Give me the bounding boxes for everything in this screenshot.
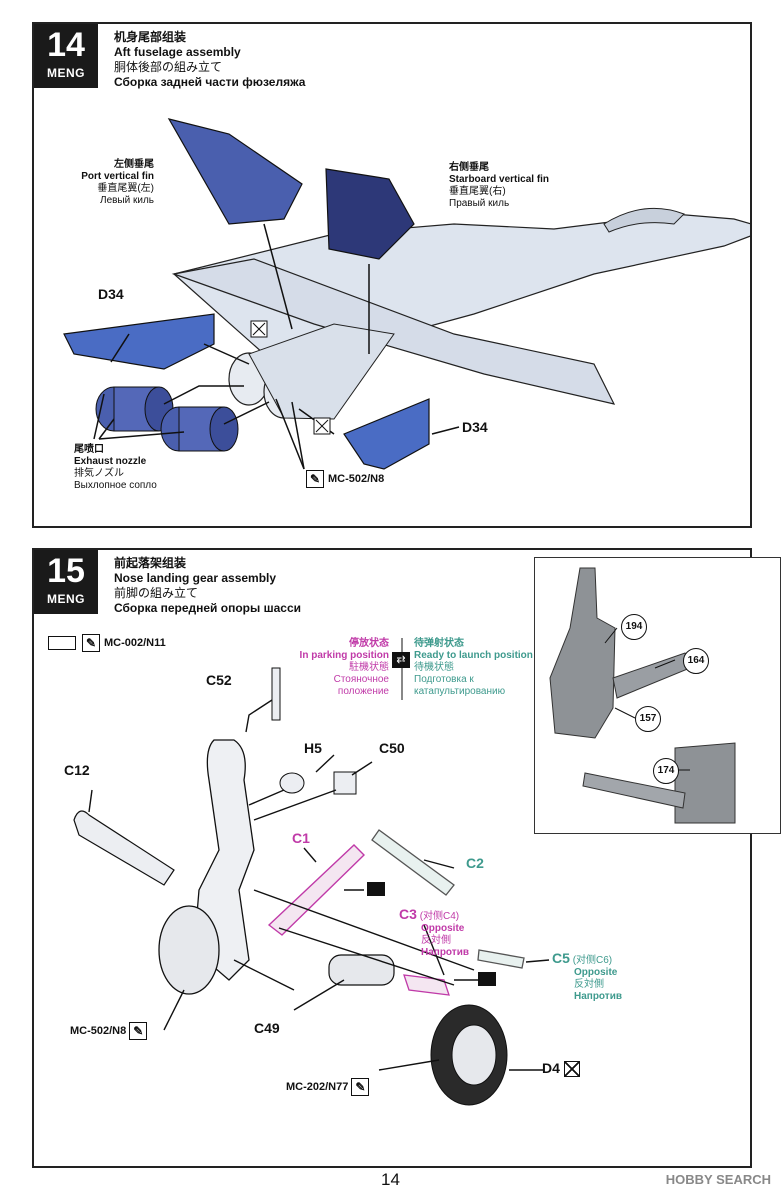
part-h5: H5	[304, 740, 322, 756]
starboard-fin-label: 右侧垂尾 Starboard vertical fin 垂直尾翼(右) Прав…	[449, 162, 550, 209]
color-swatch	[48, 636, 76, 650]
part-d4: D4	[542, 1060, 580, 1078]
aft-fuselage-diagram	[63, 118, 750, 470]
nose-gear-diagram	[73, 638, 550, 1106]
switch-state-icon: ⇄	[392, 652, 410, 668]
part-c2: C2	[466, 855, 484, 871]
title-ja: 胴体後部の組み立て	[114, 60, 223, 74]
part-c1: C1	[292, 830, 310, 846]
title-ja: 前脚の組み立て	[114, 586, 199, 600]
callout-164: 164	[683, 648, 709, 674]
no-glue-icon	[250, 320, 331, 435]
brand-logo: MENG	[47, 66, 85, 80]
nozzle-shapes	[95, 386, 239, 452]
title-ru: Сборка задней части фюзеляжа	[114, 75, 306, 89]
paint-callout-n77: MC-202/N77 ✎	[286, 1078, 373, 1096]
parking-position-label: 停放状态 In parking position 駐機状態 Стояночное…	[299, 638, 389, 697]
part-c3-label: C3 (对侧C4) Opposite 反対側 Напротив	[399, 906, 469, 958]
d34-right-shape	[343, 398, 430, 470]
page-number: 14	[381, 1170, 400, 1189]
part-c49: C49	[254, 1020, 280, 1036]
title-en: Nose landing gear assembly	[114, 571, 277, 585]
part-c50: C50	[379, 740, 405, 756]
step-number: 15	[47, 552, 85, 590]
swap-icon	[367, 882, 496, 986]
step-14-title: 机身尾部组装 Aft fuselage assembly 胴体後部の組み立て С…	[114, 30, 305, 90]
watermark: HOBBY SEARCH	[665, 1172, 771, 1187]
starboard-fin-shape	[325, 168, 415, 260]
paint-callout-n8-gear: MC-502/N8 ✎	[70, 1022, 151, 1040]
port-fin-label: 左侧垂尾 Port vertical fin 垂直尾翼(左) Левый кил…	[81, 159, 154, 206]
detail-inset: 194 164 157 174	[534, 557, 781, 834]
callout-174: 174	[653, 758, 679, 784]
title-en: Aft fuselage assembly	[114, 45, 241, 59]
brush-icon: ✎	[351, 1078, 370, 1096]
title-zh: 机身尾部组装	[114, 30, 187, 44]
step-15-title: 前起落架组装 Nose landing gear assembly 前脚の組み立…	[114, 556, 301, 616]
part-d34-right: D34	[462, 419, 488, 435]
nozzle-label: 尾喷口 Exhaust nozzle 排気ノズル Выхлопное сопло	[74, 444, 157, 491]
callout-194: 194	[621, 614, 647, 640]
brush-icon: ✎	[82, 634, 100, 652]
no-glue-icon	[563, 1061, 580, 1078]
brush-icon: ✎	[129, 1022, 148, 1040]
callout-157: 157	[635, 706, 661, 732]
brand-logo: MENG	[47, 592, 85, 606]
part-c5-label: C5 (对侧C6) Opposite 反対側 Напротив	[552, 950, 622, 1002]
title-ru: Сборка передней опоры шасси	[114, 601, 301, 615]
title-zh: 前起落架组装	[114, 556, 187, 570]
port-fin-shape	[167, 118, 303, 225]
part-c52: C52	[206, 672, 232, 688]
d34-left-shape	[63, 313, 215, 370]
launch-position-label: 待弹射状态 Ready to launch position 待機状態 Подг…	[414, 638, 533, 697]
step-14-badge: 14 MENG	[34, 24, 98, 88]
brush-icon: ✎	[306, 470, 324, 488]
paint-callout-n8: ✎MC-502/N8	[306, 470, 384, 488]
inset-diagram	[549, 567, 736, 824]
part-c12: C12	[64, 762, 90, 778]
part-d34-left: D34	[98, 286, 124, 302]
step-15-badge: 15 MENG	[34, 550, 98, 614]
step-number: 14	[47, 26, 85, 64]
paint-callout-n11: ✎MC-002/N11	[48, 634, 166, 652]
step-14-panel: 14 MENG 机身尾部组装 Aft fuselage assembly 胴体後…	[32, 22, 752, 528]
